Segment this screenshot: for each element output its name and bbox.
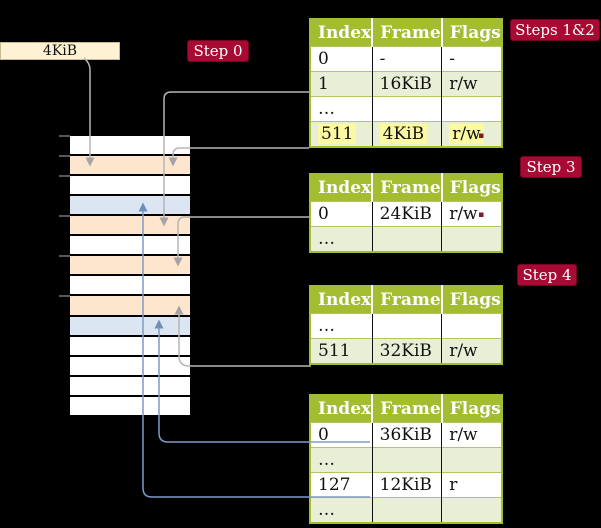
table-cell: r/w — [441, 338, 502, 364]
memory-row-white — [70, 236, 190, 255]
badge-step-4-label: Step 4 — [522, 265, 572, 284]
memory-row-white — [70, 357, 190, 376]
memory-row-peach — [70, 256, 190, 275]
table-row: … — [310, 226, 502, 252]
column-header: Frame — [372, 174, 443, 202]
badge-steps-1-2-label: Steps 1&2 — [515, 20, 595, 39]
arrow-entry511-to-frame-4kib — [168, 147, 309, 167]
table-cell: 511 — [310, 121, 373, 147]
table-cell: 0 — [310, 201, 373, 227]
column-header: Flags — [441, 19, 502, 47]
memory-row-peach — [70, 296, 190, 316]
frame-label: 4KiB — [42, 43, 78, 59]
table-cell: … — [310, 447, 373, 473]
table-cell: … — [310, 226, 373, 252]
memory-row-white — [70, 377, 190, 396]
badge-step-4: Step 4 — [517, 264, 577, 286]
table-cell — [441, 497, 502, 523]
table-row: … — [310, 447, 502, 473]
column-header: Index — [310, 19, 374, 47]
table-cell: 32KiB — [372, 338, 443, 364]
column-header: Index — [310, 395, 374, 423]
column-header: Flags — [441, 286, 502, 314]
memory-row-white — [70, 176, 190, 195]
table-cell: 16KiB — [372, 71, 443, 97]
column-header: Flags — [441, 395, 502, 423]
arrow-entry511-to-frame-32kib — [174, 305, 311, 367]
memory-row-peach — [70, 216, 190, 235]
table-cell: r — [441, 472, 502, 498]
memory-row-white — [70, 276, 190, 295]
memory-row-blue — [70, 196, 190, 215]
column-header: Frame — [372, 395, 443, 423]
table-cell: 1 — [310, 71, 373, 97]
memory-row-peach — [70, 156, 190, 175]
table-cell: 127 — [310, 472, 373, 498]
table-row: … — [310, 497, 502, 523]
table-cell: r/w — [441, 121, 502, 147]
table-cell — [441, 447, 502, 473]
table-cell: 0 — [310, 422, 373, 448]
badge-steps-1-2: Steps 1&2 — [510, 19, 600, 41]
table-cell: … — [310, 497, 373, 523]
table-cell — [441, 226, 502, 252]
column-header: Index — [310, 174, 374, 202]
memory-stack — [70, 136, 190, 417]
table-cell: 24KiB — [372, 201, 443, 227]
table-row: … — [310, 313, 502, 339]
frame-label-box: 4KiB — [0, 42, 120, 60]
memory-row-white — [70, 136, 190, 155]
table-cell: 4KiB — [372, 121, 443, 147]
memory-row-white — [70, 397, 190, 416]
memory-row-white — [70, 337, 190, 356]
badge-step-3: Step 3 — [520, 156, 582, 178]
table-cell: r/w — [441, 201, 502, 227]
memory-row-blue — [70, 317, 190, 336]
table-cell — [372, 226, 443, 252]
table-cell: 12KiB — [372, 472, 443, 498]
badge-step-0-label: Step 0 — [193, 41, 243, 60]
badge-step-0: Step 0 — [187, 40, 249, 62]
table-cell — [441, 96, 502, 122]
table-cell: 0 — [310, 46, 373, 72]
arrow-entry0-to-frame-24kib — [173, 216, 309, 267]
table-cell: … — [310, 313, 373, 339]
column-header: Frame — [372, 19, 443, 47]
table-cell: 36KiB — [372, 422, 443, 448]
column-header: Frame — [372, 286, 443, 314]
badge-step-3-label: Step 3 — [526, 157, 576, 176]
table-cell: - — [441, 46, 502, 72]
table-cell — [372, 96, 443, 122]
table-cell — [372, 447, 443, 473]
column-header: Index — [310, 286, 374, 314]
table-cell: - — [372, 46, 443, 72]
table-cell — [372, 497, 443, 523]
table-cell: 511 — [310, 338, 373, 364]
table-cell — [441, 313, 502, 339]
table-cell: r/w — [441, 71, 502, 97]
table-cell: … — [310, 96, 373, 122]
table-row: 0-- — [310, 46, 502, 72]
table-row: … — [310, 96, 502, 122]
table-cell — [372, 313, 443, 339]
table-cell: r/w — [441, 422, 502, 448]
column-header: Flags — [441, 174, 502, 202]
